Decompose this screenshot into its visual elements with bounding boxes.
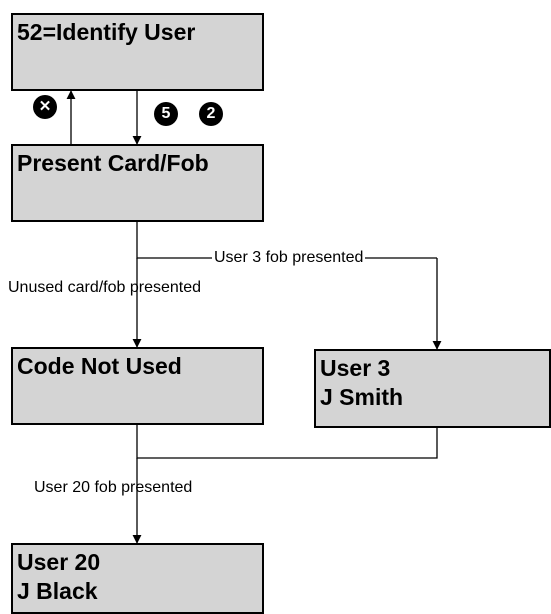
- screen-present-card: Present Card/Fob: [11, 144, 264, 222]
- label-unused-fob: Unused card/fob presented: [8, 279, 202, 296]
- screen-identify-user: 52=Identify User: [11, 13, 264, 91]
- label-user3-fob: User 3 fob presented: [212, 249, 366, 267]
- screen-line-2: J Smith: [320, 384, 404, 410]
- screen-code-not-used: Code Not Used: [11, 347, 264, 425]
- screen-user-20: User 20 J Black: [11, 543, 264, 614]
- screen-text: Code Not Used: [17, 353, 182, 379]
- digit-5-key: 5: [154, 102, 178, 126]
- merge-line: [136, 424, 438, 459]
- screen-line-1: User 20: [17, 549, 101, 575]
- cancel-key-icon: ✕: [33, 95, 57, 119]
- screen-text: Present Card/Fob: [17, 150, 209, 176]
- screen-user-3: User 3 J Smith: [314, 349, 551, 428]
- screen-line-1: User 3: [320, 355, 391, 381]
- screen-line-2: J Black: [17, 578, 98, 604]
- label-user20-fob: User 20 fob presented: [34, 479, 193, 496]
- screen-text: 52=Identify User: [17, 19, 196, 45]
- digit-2-key: 2: [199, 102, 223, 126]
